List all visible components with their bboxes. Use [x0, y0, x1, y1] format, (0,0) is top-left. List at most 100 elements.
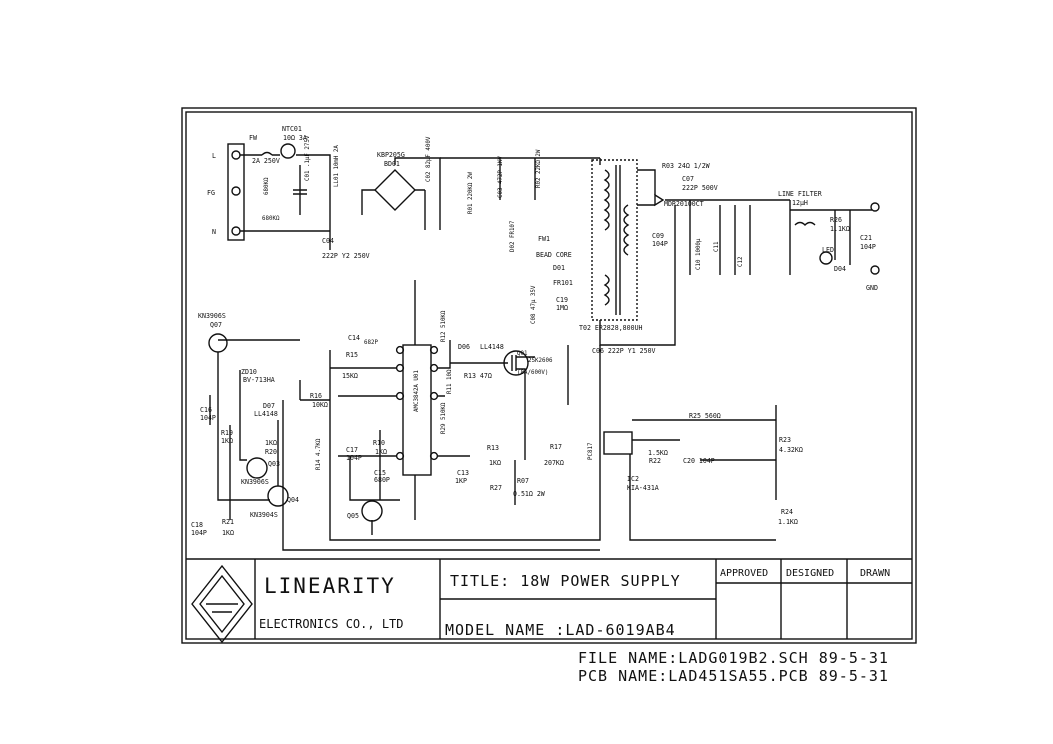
d04-label: D04 — [834, 265, 846, 273]
r26-label: R26 — [830, 216, 842, 224]
r03-label: R03 24Ω 1/2W — [662, 162, 710, 170]
c15-value-label: 680P — [374, 476, 390, 484]
gnd-label: GND — [866, 284, 878, 292]
designed-label: DESIGNED — [786, 568, 834, 579]
c19-label: C19 — [556, 296, 568, 304]
c12-label: C12 — [738, 257, 744, 267]
c20-label: C20 104P — [683, 457, 715, 465]
line-filter-coil — [794, 221, 816, 226]
ntc-symbol — [280, 143, 296, 159]
n-resistor-label: 680KΩ — [262, 216, 280, 222]
primary-rail — [440, 157, 601, 200]
approved-label: APPROVED — [720, 568, 768, 579]
x-cap-symbol — [293, 189, 307, 195]
q07-part-label: KN3906S — [198, 312, 226, 320]
r16-value-label: 10KΩ — [312, 401, 328, 409]
d03-label: MDR20100CT — [664, 200, 704, 208]
r29-label: R29 510KΩ — [441, 402, 447, 434]
controller-ic: AMC3842A U01 — [395, 344, 439, 476]
line-filter-choke-label: LL01 10mH 2A — [334, 145, 340, 187]
q01-rating-label: (8A/600V) — [517, 370, 548, 376]
model-name: MODEL NAME :LAD-6019AB4 — [445, 621, 676, 639]
c18-value-label: 104P — [191, 529, 207, 537]
bridge-ref-label: BD01 — [384, 160, 400, 168]
c08-label: C08 47μ 35V — [531, 285, 537, 324]
line-filter-value-label: 12μH — [792, 199, 808, 207]
r19-value-label: 1KΩ — [221, 437, 233, 445]
left-section-wires — [209, 339, 600, 551]
drawing-title: TITLE: 18W POWER SUPPLY — [450, 572, 681, 590]
fuse-symbol — [261, 151, 273, 156]
d01-part-label: FR101 — [553, 279, 573, 287]
r27-label: R27 — [490, 484, 502, 492]
r25-label: R25 560Ω — [689, 412, 721, 420]
input-lines — [240, 154, 331, 232]
ic-label: AMC3842A U01 — [414, 370, 420, 412]
d07-part-label: LL4148 — [254, 410, 278, 418]
r17-value-label: 207KΩ — [544, 459, 564, 467]
r22-value-label: 1.5KΩ — [648, 449, 668, 457]
r07-label: R07 — [517, 477, 529, 485]
r19-label: R19 — [221, 429, 233, 437]
r15-value-label: 15KΩ — [342, 372, 358, 380]
ic2-label: IC2 — [627, 475, 639, 483]
d02-label: D02 FR107 — [510, 220, 516, 252]
c21-label: C21 — [860, 234, 872, 242]
output-positive-terminal — [870, 202, 880, 212]
file-name-line: FILE NAME:LADG019B2.SCH 89-5-31 — [578, 649, 889, 667]
c17-label: C17 — [346, 446, 358, 454]
r22-label: R22 — [649, 457, 661, 465]
terminal-fg-label: FG — [207, 189, 215, 197]
company-logo — [191, 564, 253, 644]
transformer: T02 ER2828,800UH — [579, 159, 643, 332]
input-connector: L FG N — [207, 143, 245, 241]
output-diode-symbol — [654, 193, 665, 207]
r11-label: R11 10Ω — [447, 369, 453, 394]
secondary-wires — [637, 169, 791, 275]
r13-label: R13 47Ω — [464, 372, 492, 380]
c13-label: C13 — [457, 469, 469, 477]
q03-symbol — [246, 457, 268, 479]
bead-label: BEAD CORE — [536, 251, 572, 259]
q04-label: Q04 — [287, 496, 299, 504]
q01-label: Q01 — [517, 351, 528, 357]
bridge-rectifier: KBP205G BD01 — [361, 151, 441, 230]
bulk-cap-label: C02 82μF 400V — [426, 136, 432, 182]
y-cap-wire — [599, 205, 676, 346]
terminal-n-label: N — [212, 228, 216, 236]
terminal-l-label: L — [212, 152, 216, 160]
led-label: LED — [822, 246, 834, 254]
q01-part-label: 2SK2606 — [528, 358, 553, 364]
c11-label: C11 — [714, 241, 720, 252]
r13b-value-label: 1KΩ — [489, 459, 501, 467]
d06-label: D06 — [458, 343, 470, 351]
drawing-border — [181, 107, 917, 644]
q05-symbol — [361, 500, 383, 522]
r14-label: R14 4.7KΩ — [316, 438, 322, 470]
optocoupler-label: PC817 — [588, 442, 594, 460]
c13-value-label: 1KP — [455, 477, 467, 485]
optocoupler-symbol — [603, 431, 633, 455]
company-name: LINEARITY — [264, 574, 396, 598]
zd10-label: ZD10 — [241, 368, 257, 376]
q04-part-label: KN3904S — [250, 511, 278, 519]
c19-value-label: 1MΩ — [556, 304, 568, 312]
ntc-value-label: 10Ω 3A — [283, 134, 307, 142]
fg-resistor-label: 680KΩ — [264, 177, 270, 195]
c16-value-label: 104P — [200, 414, 216, 422]
c03-label: C03 472P 1KV — [498, 156, 504, 198]
r20-value-label: 1KΩ — [265, 439, 277, 447]
feedback-wires — [629, 405, 777, 541]
x-cap-label: C01 .1μF 275V — [305, 135, 311, 181]
r24-value-label: 1.1KΩ — [778, 518, 798, 526]
c21-value-label: 104P — [860, 243, 876, 251]
r23-value-label: 4.32KΩ — [779, 446, 803, 454]
fuse-rating-label: 2A 250V — [252, 157, 280, 165]
c06-label: C06 222P Y1 250V — [592, 347, 656, 355]
zd10-part-label: BV-713HA — [243, 376, 275, 384]
d07-label: D07 — [263, 402, 275, 410]
title-block: LINEARITY ELECTRONICS CO., LTD TITLE: 18… — [186, 558, 912, 644]
q07-label: Q07 — [210, 321, 222, 329]
r10-label: R10 — [373, 439, 385, 447]
